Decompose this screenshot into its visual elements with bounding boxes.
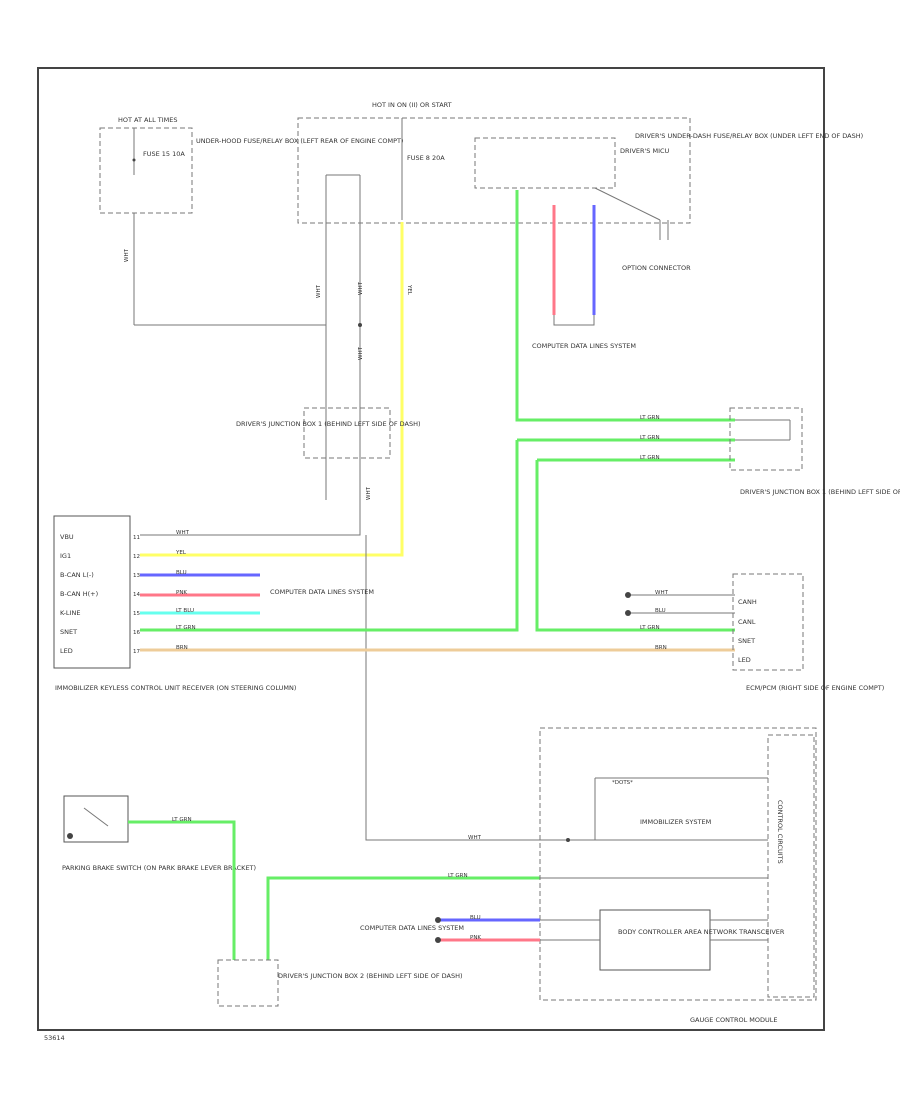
computer-data-lines-top: COMPUTER DATA LINES SYSTEM bbox=[532, 342, 636, 350]
ecm-pcm-label: ECM/PCM (RIGHT SIDE OF ENGINE COMPT) bbox=[746, 684, 884, 692]
svg-text:*DOTS*: *DOTS* bbox=[612, 780, 633, 786]
immobilizer-unit: IMMOBILIZER KEYLESS CONTROL UNIT RECEIVE… bbox=[53, 515, 296, 692]
hot-at-all-times-label: HOT AT ALL TIMES bbox=[118, 116, 178, 124]
jb2-label: DRIVER'S JUNCTION BOX 2 (BEHIND LEFT SID… bbox=[278, 972, 463, 980]
parking-brake-label: PARKING BRAKE SWITCH (ON PARK BRAKE LEVE… bbox=[62, 864, 256, 872]
option-connector-label: OPTION CONNECTOR bbox=[622, 264, 691, 272]
svg-text:BLU: BLU bbox=[655, 608, 666, 614]
svg-text:WHT: WHT bbox=[358, 281, 364, 295]
svg-text:PNK: PNK bbox=[470, 935, 481, 941]
immobilizer-pin-number: 17 bbox=[133, 649, 140, 655]
drivers-mcu-label: DRIVER'S MICU bbox=[620, 147, 670, 155]
jb1-right-label: DRIVER'S JUNCTION BOX 1 (BEHIND LEFT SID… bbox=[740, 488, 900, 496]
ecm-pin-canh: CANH bbox=[738, 598, 757, 606]
gauge-control-module: CONTROL CIRCUITS GAUGE CONTROL MODULE *D… bbox=[539, 727, 817, 1024]
svg-text:LT GRN: LT GRN bbox=[640, 625, 660, 631]
underhood-box-label: UNDER-HOOD FUSE/RELAY BOX (LEFT REAR OF … bbox=[196, 137, 404, 145]
hot-in-on-label: HOT IN ON (II) OR START bbox=[372, 101, 452, 109]
computer-data-lines-bottom: COMPUTER DATA LINES SYSTEM bbox=[360, 924, 464, 932]
immobilizer-pin-number: 15 bbox=[133, 611, 140, 617]
jb1-left-label: DRIVER'S JUNCTION BOX 1 (BEHIND LEFT SID… bbox=[236, 420, 421, 428]
svg-text:YEL: YEL bbox=[175, 550, 187, 556]
immobilizer-pin-label: B-CAN L(-) bbox=[60, 571, 94, 579]
svg-text:LT GRN: LT GRN bbox=[640, 435, 660, 441]
svg-text:BLU: BLU bbox=[176, 570, 187, 576]
footer-code: 53614 bbox=[44, 1034, 65, 1042]
immobilizer-pin-number: 13 bbox=[133, 573, 140, 579]
immobilizer-pin-number: 16 bbox=[133, 630, 140, 636]
svg-text:WHT: WHT bbox=[124, 248, 130, 262]
drivers-jb2: DRIVER'S JUNCTION BOX 2 (BEHIND LEFT SID… bbox=[217, 959, 463, 1007]
immobilizer-pin-label: IG1 bbox=[60, 552, 71, 560]
svg-text:LT BLU: LT BLU bbox=[176, 608, 194, 614]
svg-text:WHT: WHT bbox=[366, 486, 372, 500]
immobilizer-pin-number: 12 bbox=[133, 554, 140, 560]
immobilizer-pin-label: SNET bbox=[60, 628, 77, 636]
svg-text:WHT: WHT bbox=[358, 346, 364, 360]
drivers-jb1-left: DRIVER'S JUNCTION BOX 1 (BEHIND LEFT SID… bbox=[236, 407, 421, 459]
drivers-underdash-label: DRIVER'S UNDER-DASH FUSE/RELAY BOX (UNDE… bbox=[635, 132, 863, 140]
body-controller-label: BODY CONTROLLER AREA NETWORK TRANSCEIVER bbox=[618, 928, 785, 936]
fuse-15-label: FUSE 15 10A bbox=[143, 150, 185, 158]
computer-data-lines-mid: COMPUTER DATA LINES SYSTEM bbox=[270, 588, 374, 596]
svg-text:WHT: WHT bbox=[655, 590, 669, 596]
fuse-8-label: FUSE 8 20A bbox=[407, 154, 445, 162]
svg-text:LT GRN: LT GRN bbox=[448, 873, 468, 879]
svg-text:PNK: PNK bbox=[176, 590, 187, 596]
svg-text:WHT: WHT bbox=[316, 284, 322, 298]
immobilizer-system-label: IMMOBILIZER SYSTEM bbox=[640, 818, 711, 826]
ecm-pcm: CANH CANL SNET LED ECM/PCM (RIGHT SIDE O… bbox=[732, 573, 884, 692]
svg-text:BRN: BRN bbox=[655, 645, 667, 651]
svg-text:WHT: WHT bbox=[176, 530, 190, 536]
gauge-module-label: GAUGE CONTROL MODULE bbox=[690, 1016, 777, 1024]
immobilizer-pin-label: VBU bbox=[60, 533, 74, 541]
immobilizer-pin-number: 11 bbox=[133, 535, 140, 541]
svg-text:LT GRN: LT GRN bbox=[640, 415, 660, 421]
immobilizer-title: IMMOBILIZER KEYLESS CONTROL UNIT RECEIVE… bbox=[55, 684, 296, 692]
svg-text:YEL: YEL bbox=[406, 284, 412, 296]
svg-text:LT GRN: LT GRN bbox=[172, 817, 192, 823]
immobilizer-pin-label: LED bbox=[60, 647, 73, 655]
diagram-border bbox=[37, 67, 825, 1031]
parking-brake-switch: PARKING BRAKE SWITCH (ON PARK BRAKE LEVE… bbox=[62, 795, 256, 872]
immobilizer-pin-label: K-LINE bbox=[60, 609, 80, 617]
svg-text:LT GRN: LT GRN bbox=[176, 625, 196, 631]
hot-in-on-box: HOT IN ON (II) OR START FUSE 8 20A bbox=[297, 101, 691, 224]
svg-text:BLU: BLU bbox=[470, 915, 481, 921]
svg-text:WHT: WHT bbox=[468, 835, 482, 841]
ecm-pin-snet: SNET bbox=[738, 637, 755, 645]
ecm-pin-led: LED bbox=[738, 656, 751, 664]
control-circuits-label: CONTROL CIRCUITS bbox=[776, 800, 784, 864]
svg-text:BRN: BRN bbox=[176, 645, 188, 651]
immobilizer-pin-number: 14 bbox=[133, 592, 140, 598]
immobilizer-pin-label: B-CAN H(+) bbox=[60, 590, 98, 598]
svg-text:LT GRN: LT GRN bbox=[640, 455, 660, 461]
yel-wire bbox=[140, 222, 404, 557]
drivers-jb1-right: DRIVER'S JUNCTION BOX 1 (BEHIND LEFT SID… bbox=[729, 407, 900, 496]
drivers-micu-box: DRIVER'S MICU DRIVER'S UNDER-DASH FUSE/R… bbox=[474, 132, 863, 272]
underhood-fuse-box: HOT AT ALL TIMES FUSE 15 10A UNDER-HOOD … bbox=[99, 116, 404, 326]
ecm-pin-canl: CANL bbox=[738, 618, 756, 626]
